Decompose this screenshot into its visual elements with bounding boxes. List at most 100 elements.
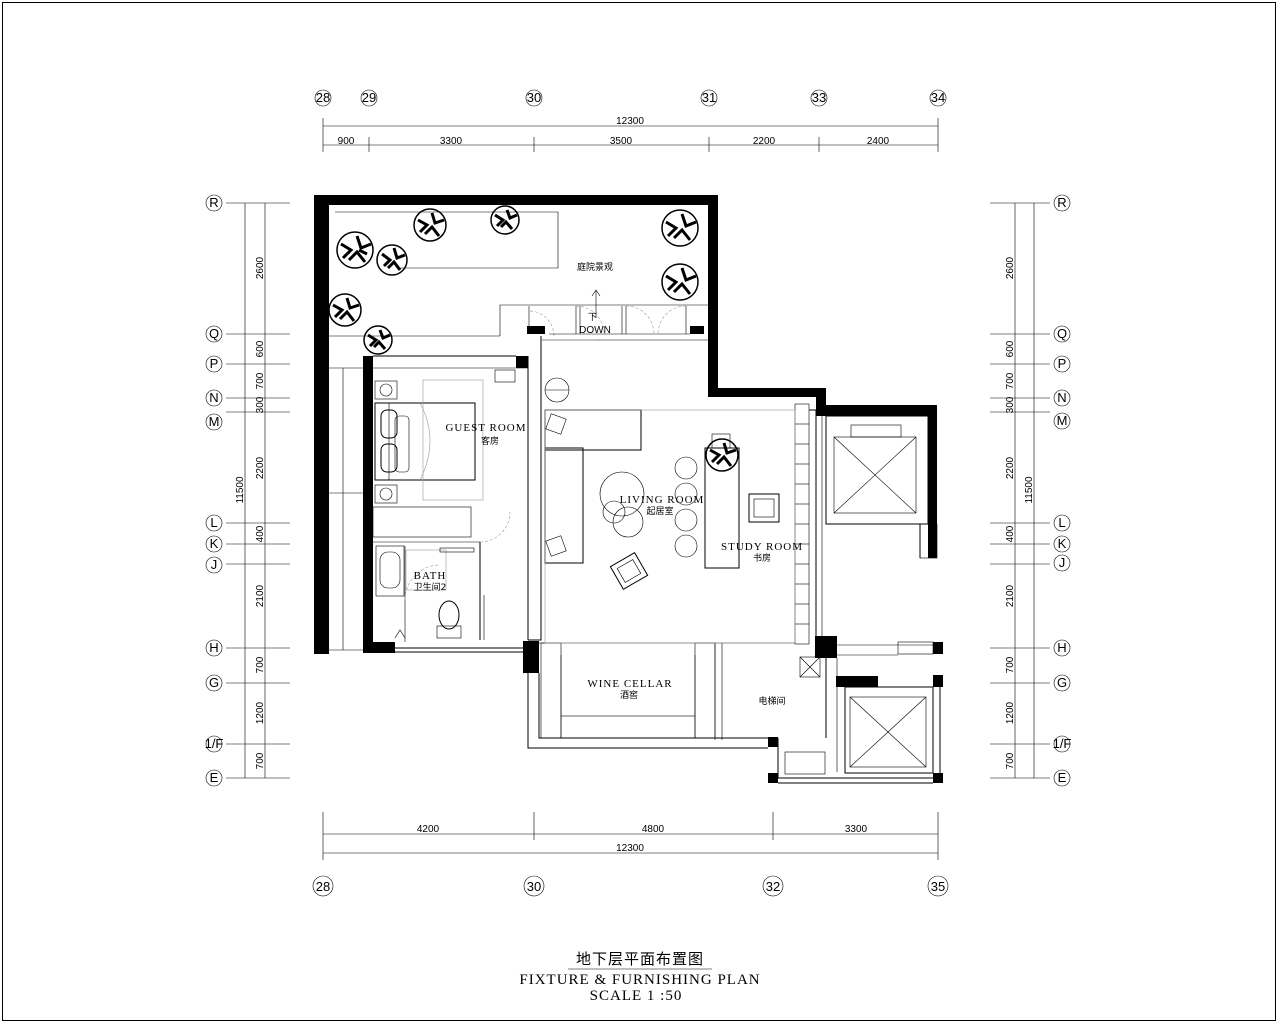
wall-pillar <box>768 737 778 747</box>
tree-icon <box>413 208 447 242</box>
wall-pillar <box>933 642 943 654</box>
wall-elevator-top <box>816 405 937 416</box>
side-dim: 700 <box>1005 752 1016 769</box>
side-dim: 1200 <box>1005 701 1016 724</box>
bottom-dim: 3300 <box>845 824 868 835</box>
side-dim: 700 <box>255 656 266 673</box>
axis-label: M <box>1057 413 1068 428</box>
wall-pillar <box>933 675 943 687</box>
wall-pillar <box>815 636 837 658</box>
side-dim: 2200 <box>255 456 266 479</box>
axis-label: L <box>1058 515 1065 530</box>
wall-elevator-lower-top <box>836 676 878 687</box>
study-room-label: STUDY ROOM <box>721 541 803 553</box>
top-dim: 3500 <box>610 136 633 147</box>
side-dim: 300 <box>255 396 266 413</box>
wall-pillar <box>933 773 943 783</box>
bottom-total-dim: 12300 <box>616 843 644 854</box>
side-dim: 1200 <box>255 701 266 724</box>
axis-label: P <box>1058 356 1067 371</box>
top-dim: 2200 <box>753 136 776 147</box>
axis-label: 1/F <box>1053 736 1072 751</box>
axis-label: G <box>1057 675 1067 690</box>
axis-label: H <box>209 640 218 655</box>
wall-elevator-right <box>928 405 937 558</box>
side-dim: 2600 <box>1005 256 1016 279</box>
elevator-shaft-upper <box>825 415 929 525</box>
guest-room-label: GUEST ROOM <box>445 422 526 434</box>
wall-step <box>708 388 826 397</box>
armchair <box>609 552 649 590</box>
bottom-dimension-block: 4200 4800 3300 12300 <box>322 812 939 860</box>
axis-label: 32 <box>766 879 780 894</box>
drawing-scale: SCALE 1 :50 <box>590 988 683 1004</box>
axis-label: 29 <box>362 90 376 105</box>
drawing-title: FIXTURE & FURNISHING PLAN <box>519 972 760 988</box>
side-dim: 2600 <box>255 256 266 279</box>
axis-label: E <box>210 770 219 785</box>
axis-label: L <box>210 515 217 530</box>
study-furniture <box>704 433 780 569</box>
bottom-dim: 4800 <box>642 824 665 835</box>
bottom-axis-markers: 28 30 32 35 <box>312 875 949 897</box>
top-dim: 3300 <box>440 136 463 147</box>
side-dim: 2200 <box>1005 456 1016 479</box>
axis-label: J <box>1059 555 1066 570</box>
axis-label: Q <box>1057 326 1067 341</box>
axis-label: E <box>1058 770 1067 785</box>
axis-label: H <box>1057 640 1066 655</box>
wall-step-down <box>816 388 826 411</box>
sofa-back <box>544 409 642 451</box>
wine-cellar-label: WINE CELLAR <box>587 678 672 690</box>
living-room-furniture <box>544 377 796 644</box>
axis-label: N <box>1057 390 1066 405</box>
side-dim: 700 <box>1005 372 1016 389</box>
top-axis-markers: 28 29 30 31 33 34 <box>314 89 947 107</box>
side-total-dim: 11500 <box>235 476 246 504</box>
wine-cellar-label-cn: 酒窖 <box>620 689 638 701</box>
right-dimension-block: 11500 2600 600 700 300 2200 400 2100 700… <box>990 202 1050 779</box>
axis-label: 31 <box>702 90 716 105</box>
sofa <box>544 447 584 564</box>
down-label: DOWN <box>579 325 611 336</box>
side-dim: 700 <box>1005 656 1016 673</box>
tree-icon <box>661 263 699 301</box>
elevator-lobby-label: 电梯间 <box>758 695 785 707</box>
doors <box>404 289 690 640</box>
left-axis-markers: R Q P N M L K J H G 1/F E <box>205 194 223 787</box>
right-axis-markers: R Q P N M L K J H G 1/F E <box>1053 194 1072 787</box>
wall-bath-bottom <box>363 642 395 653</box>
wall-pillar <box>523 641 539 673</box>
axis-label: 30 <box>527 90 541 105</box>
courtyard-label: 庭院景观 <box>577 261 613 273</box>
wall-upper-right <box>708 195 718 393</box>
wall-pillar <box>768 773 778 783</box>
wall-left <box>314 195 329 654</box>
wall-pillar <box>690 326 704 334</box>
guest-room-label-cn: 客房 <box>481 435 499 447</box>
guest-room-furniture <box>374 369 516 504</box>
axis-label: 28 <box>316 879 330 894</box>
axis-label: 30 <box>527 879 541 894</box>
left-dimension-block: 11500 2600 600 700 300 2200 400 2100 700… <box>226 202 290 779</box>
living-room-label: LIVING ROOM <box>620 494 705 506</box>
wall-pillar <box>516 356 528 368</box>
axis-label: M <box>209 414 220 429</box>
axis-label: P <box>210 356 219 371</box>
side-dim: 700 <box>255 752 266 769</box>
side-dim: 400 <box>255 525 266 542</box>
down-label-cn: 下 <box>588 313 597 323</box>
axis-label: 34 <box>931 90 945 105</box>
room-labels: 庭院景观 下 DOWN GUEST ROOM 客房 LIVING ROOM 起居… <box>414 261 803 707</box>
axis-label: J <box>211 557 218 572</box>
wall-guest-left <box>363 356 373 652</box>
axis-label: 28 <box>316 90 330 105</box>
side-total-dim: 11500 <box>1024 476 1035 504</box>
column-mark <box>365 493 373 501</box>
drawing-title-cn: 地下层平面布置图 <box>576 951 704 968</box>
tree-icon <box>336 231 374 269</box>
axis-label: 35 <box>931 879 945 894</box>
bottom-dim: 4200 <box>417 824 440 835</box>
tree-icon <box>705 438 739 472</box>
